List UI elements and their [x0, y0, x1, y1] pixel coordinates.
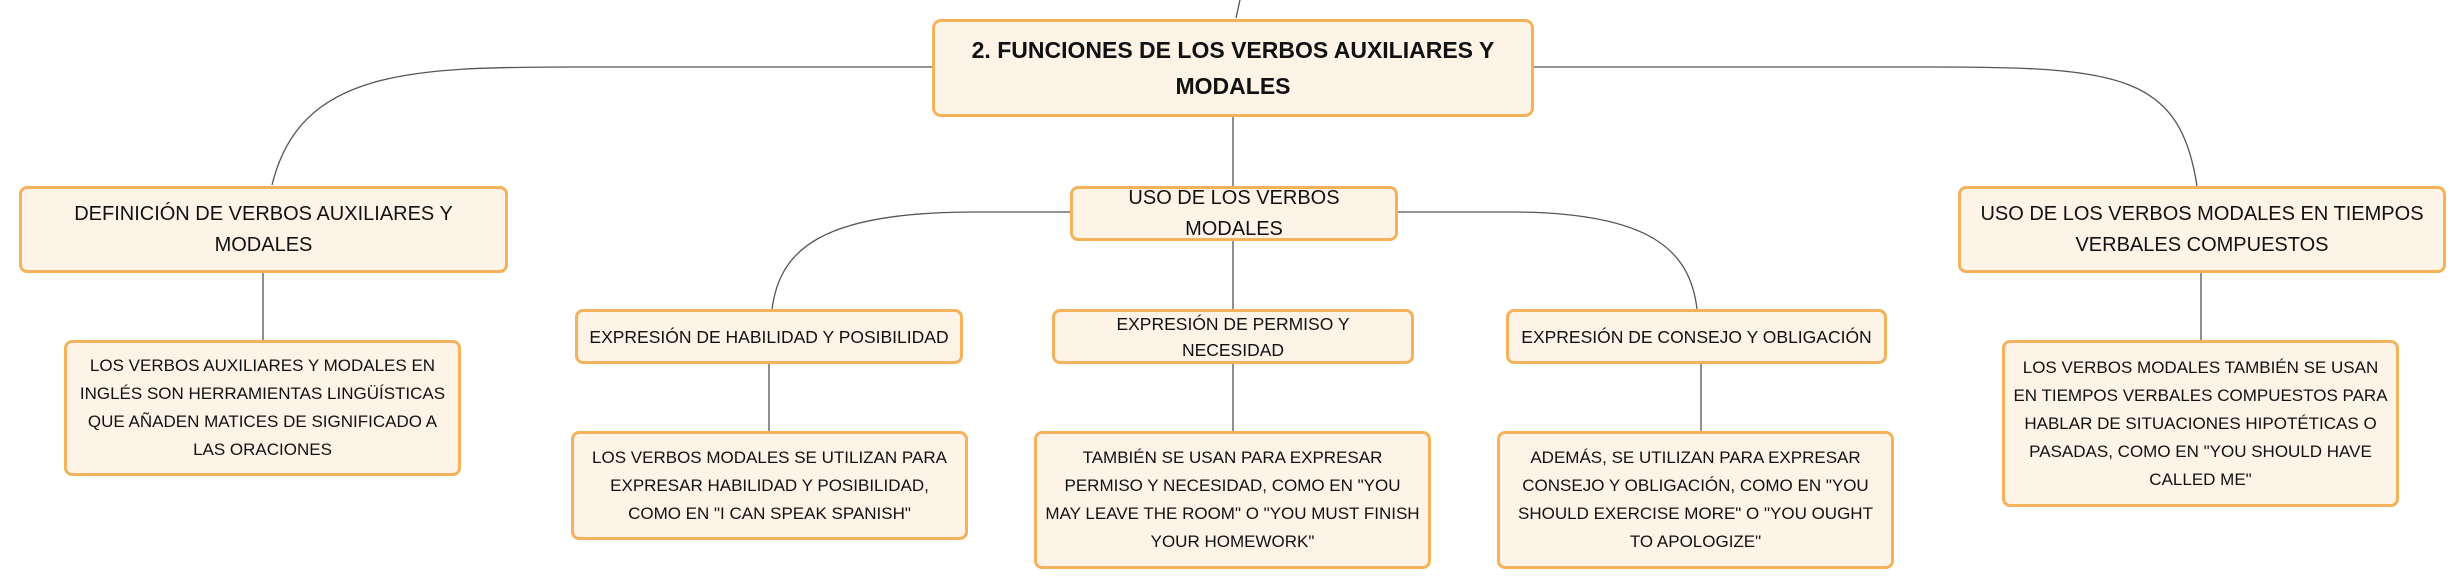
tiempos-detail-text: LOS VERBOS MODALES TAMBIÉN SE USAN EN TI…: [2013, 357, 2388, 489]
habilidad-node-label: EXPRESIÓN DE HABILIDAD Y POSIBILIDAD: [589, 326, 949, 347]
consejo-detail-node[interactable]: ADEMÁS, SE UTILIZAN PARA EXPRESAR CONSEJ…: [1497, 431, 1894, 569]
connector-root-to-definicion: [271, 66, 932, 186]
tiempos-compuestos-node[interactable]: USO DE LOS VERBOS MODALES EN TIEMPOS VER…: [1958, 186, 2446, 273]
uso-modales-node-label: USO DE LOS VERBOS MODALES: [1128, 186, 1340, 240]
permiso-detail-text: TAMBIÉN SE USAN PARA EXPRESAR PERMISO Y …: [1045, 448, 1420, 551]
habilidad-detail-node[interactable]: LOS VERBOS MODALES SE UTILIZAN PARA EXPR…: [571, 431, 968, 540]
permiso-node-label: EXPRESIÓN DE PERMISO Y NECESIDAD: [1116, 313, 1350, 360]
habilidad-detail-text: LOS VERBOS MODALES SE UTILIZAN PARA EXPR…: [592, 447, 947, 523]
permiso-detail-node[interactable]: TAMBIÉN SE USAN PARA EXPRESAR PERMISO Y …: [1034, 431, 1431, 569]
consejo-node-label: EXPRESIÓN DE CONSEJO Y OBLIGACIÓN: [1521, 326, 1872, 347]
tiempos-compuestos-node-label: USO DE LOS VERBOS MODALES EN TIEMPOS VER…: [1980, 202, 2424, 256]
definicion-node[interactable]: DEFINICIÓN DE VERBOS AUXILIARES Y MODALE…: [19, 186, 508, 273]
definicion-detail-node[interactable]: LOS VERBOS AUXILIARES Y MODALES EN INGLÉ…: [64, 340, 461, 476]
habilidad-node[interactable]: EXPRESIÓN DE HABILIDAD Y POSIBILIDAD: [575, 309, 963, 364]
definicion-node-label: DEFINICIÓN DE VERBOS AUXILIARES Y MODALE…: [74, 202, 453, 256]
definicion-detail-text: LOS VERBOS AUXILIARES Y MODALES EN INGLÉ…: [79, 356, 446, 459]
consejo-detail-text: ADEMÁS, SE UTILIZAN PARA EXPRESAR CONSEJ…: [1518, 448, 1873, 551]
root-node-label: 2. FUNCIONES DE LOS VERBOS AUXILIARES Y …: [971, 37, 1495, 99]
connector-uso-to-habilidad: [771, 211, 1070, 310]
tiempos-detail-node[interactable]: LOS VERBOS MODALES TAMBIÉN SE USAN EN TI…: [2002, 340, 2399, 507]
connector-root-to-tiempos: [1532, 66, 2198, 187]
connector-parent-to-root: [1235, 0, 1241, 19]
connector-uso-to-consejo: [1396, 211, 1698, 310]
root-node[interactable]: 2. FUNCIONES DE LOS VERBOS AUXILIARES Y …: [932, 19, 1534, 117]
permiso-node[interactable]: EXPRESIÓN DE PERMISO Y NECESIDAD: [1052, 309, 1414, 364]
consejo-node[interactable]: EXPRESIÓN DE CONSEJO Y OBLIGACIÓN: [1506, 309, 1887, 364]
uso-modales-node[interactable]: USO DE LOS VERBOS MODALES: [1070, 186, 1398, 241]
